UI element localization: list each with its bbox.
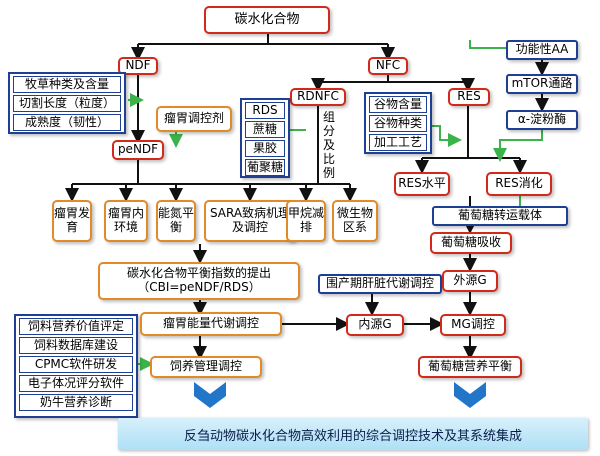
rdnfc-component: 葡聚糖 <box>245 159 285 176</box>
grain-factors-panel: 谷物含量 谷物种类 加工工艺 <box>364 92 432 154</box>
functional-aa-node: 功能性AA <box>506 40 578 60</box>
rdnfc-component: 蔗糖 <box>245 121 285 138</box>
rdnfc-component: RDS <box>245 102 285 119</box>
pendf-node: peNDF <box>112 140 164 160</box>
forage-factors-panel: 牧草种类及含量 切割长度（粒度） 成熟度（韧性） <box>8 72 126 134</box>
rumen-regulator-node: 瘤胃调控剂 <box>156 106 232 132</box>
feeding-management-node: 饲养管理调控 <box>150 356 262 378</box>
effect-rumen-development: 瘤胃发育 <box>52 200 92 242</box>
software-item: 饲料营养价值评定 <box>19 318 133 335</box>
effect-sara: SARA致病机理及调控 <box>204 200 296 242</box>
grain-factor: 谷物种类 <box>369 115 427 132</box>
software-item: 奶牛营养诊断 <box>19 394 133 411</box>
endogenous-g-node: 内源G <box>346 314 404 336</box>
grain-factor: 谷物含量 <box>369 96 427 113</box>
rdnfc-node: RDNFC <box>290 88 346 106</box>
chevron-down-icon <box>194 382 486 408</box>
effect-energy-nitrogen: 能氮平衡 <box>156 200 196 242</box>
glucose-balance-node: 葡萄糖营养平衡 <box>418 356 522 378</box>
perinatal-liver-node: 围产期肝脏代谢调控 <box>318 274 442 294</box>
rumen-energy-node: 瘤胃能量代谢调控 <box>140 312 282 336</box>
grain-factor: 加工工艺 <box>369 134 427 151</box>
effect-rumen-environment: 瘤胃内环境 <box>104 200 148 242</box>
effect-methane: 甲烷减排 <box>286 200 326 242</box>
forage-factor: 切割长度（粒度） <box>13 95 121 112</box>
rdnfc-component: 果胶 <box>245 140 285 157</box>
forage-factor: 牧草种类及含量 <box>13 76 121 93</box>
cbi-node: 碳水化合物平衡指数的提出（CBI=peNDF/RDS） <box>98 262 300 300</box>
amylase-node: α-淀粉酶 <box>506 110 578 130</box>
mtor-node: mTOR通路 <box>506 74 578 94</box>
software-item: CPMC软件研发 <box>19 356 133 373</box>
carbohydrate-node: 碳水化合物 <box>204 6 330 34</box>
glucose-transporter-node: 葡萄糖转运载体 <box>432 206 568 226</box>
integration-banner: 反刍动物碳水化合物高效利用的综合调控技术及其系统集成 <box>118 418 588 450</box>
rdnfc-components-panel: RDS 蔗糖 果胶 葡聚糖 <box>240 98 290 178</box>
nfc-node: NFC <box>368 57 408 75</box>
software-item: 电子体况评分软件 <box>19 375 133 392</box>
effect-microbiota: 微生物区系 <box>332 200 378 242</box>
exogenous-g-node: 外源G <box>442 270 498 292</box>
res-node: RES <box>448 88 490 106</box>
ndf-node: NDF <box>118 57 158 75</box>
software-panel: 饲料营养价值评定 饲料数据库建设 CPMC软件研发 电子体况评分软件 奶牛营养诊… <box>14 314 138 418</box>
software-item: 饲料数据库建设 <box>19 337 133 354</box>
glucose-absorption-node: 葡萄糖吸收 <box>430 232 512 254</box>
res-level-node: RES水平 <box>394 172 450 196</box>
forage-factor: 成熟度（韧性） <box>13 114 121 131</box>
mg-regulation-node: MG调控 <box>440 314 506 336</box>
res-digestion-node: RES消化 <box>486 172 552 196</box>
composition-label: 组分及比例 <box>322 110 335 180</box>
